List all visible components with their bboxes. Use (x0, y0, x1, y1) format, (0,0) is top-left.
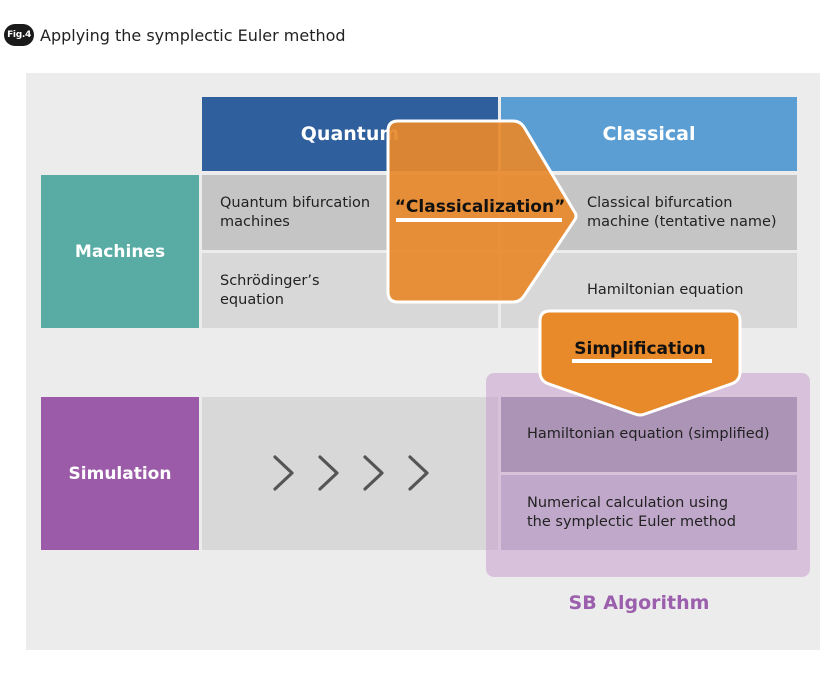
simplification-underline (572, 359, 712, 363)
figure-badge: Fig.4 (4, 24, 34, 46)
figure-title: Applying the symplectic Euler method (40, 25, 346, 45)
sim-numerical-cell: Numerical calculation using the symplect… (501, 475, 797, 550)
classical-machines-text: Classical bifurcation machine (tentative… (587, 194, 777, 230)
quantum-machines-text: Quantum bifurcation machines (220, 194, 371, 230)
sim-hamiltonian-text: Hamiltonian equation (simplified) (527, 426, 770, 442)
sim-numerical-text: Numerical calculation using the symplect… (527, 494, 736, 530)
classicalization-underline (396, 218, 562, 222)
simulation-label: Simulation (41, 397, 199, 550)
sb-algorithm-label: SB Algorithm (568, 592, 710, 614)
chevron-right-icon (273, 455, 294, 491)
classicalization-label: “Classicalization” (394, 197, 566, 217)
classicalization-arrow (386, 119, 578, 304)
chevron-right-icon (408, 455, 429, 491)
machines-label: Machines (41, 175, 199, 328)
chevron-right-icon (318, 455, 339, 491)
simplification-label: Simplification (574, 339, 706, 359)
simulation-progress-area (202, 397, 498, 550)
chevron-right-icon (363, 455, 384, 491)
classical-header: Classical (501, 97, 797, 171)
classical-equation-text: Hamiltonian equation (587, 282, 744, 298)
quantum-equation-text: Schrödinger’s equation (220, 272, 320, 308)
